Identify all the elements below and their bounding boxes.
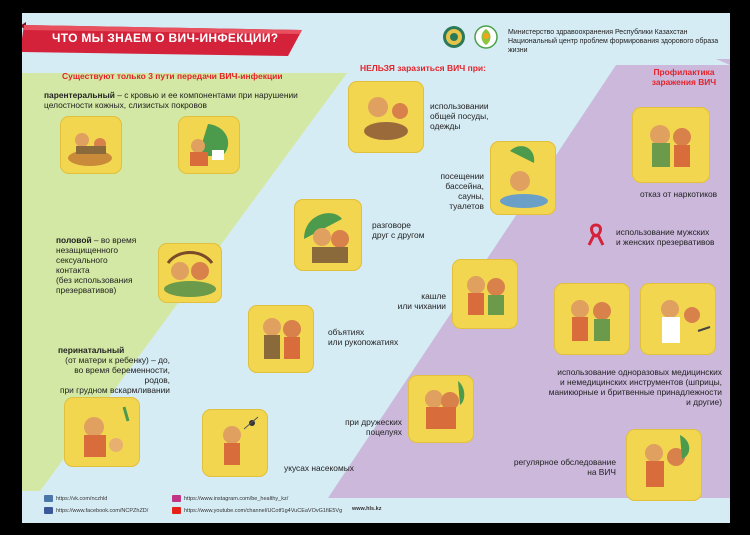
kiss-text: при дружеских поцелуях: [340, 417, 402, 437]
ministry-line-1: Министерство здравоохранения Республики …: [508, 29, 688, 36]
illustration-sexual: [158, 243, 222, 303]
dishes-text: использовании общей посуды, одежды: [430, 101, 489, 131]
sexual-text: половой – во время незащищенного сексуал…: [56, 235, 136, 295]
ministry-line-2: Национальный центр проблем формирования …: [508, 38, 719, 54]
prevention-heading-2: заражения ВИЧ: [651, 77, 717, 87]
condoms-text: использование мужских и женских презерва…: [616, 227, 714, 247]
illustration-no-drugs: [632, 107, 710, 183]
illustration-pool: [490, 141, 556, 215]
illustration-perinatal: [64, 397, 140, 467]
hug-line-1: объятиях: [328, 327, 365, 337]
dishes-line-2: общей посуды,: [430, 111, 489, 121]
test-line-2: на ВИЧ: [587, 467, 616, 477]
insects-text: укусах насекомых: [284, 463, 354, 473]
test-text: регулярное обследование на ВИЧ: [510, 457, 616, 477]
sexual-desc-6: презервативов): [56, 285, 117, 295]
youtube-link[interactable]: https://www.youtube.com/channel/UCotf1g4…: [184, 507, 343, 514]
illustration-dishes: [348, 81, 424, 153]
illustration-kiss: [408, 375, 474, 443]
cannot-infect-heading: НЕЛЬЗЯ заразиться ВИЧ при:: [360, 63, 486, 73]
tools-line-2: и немедицинских инструментов (шприцы,: [560, 377, 722, 387]
parenteral-term: парентеральный: [44, 90, 115, 100]
illustration-tools-1: [554, 283, 630, 355]
page-title: ЧТО МЫ ЗНАЕМ О ВИЧ-ИНФЕКЦИИ?: [52, 31, 279, 45]
site-link[interactable]: www.hls.kz: [352, 506, 382, 512]
transmission-heading: Существуют только 3 пути передачи ВИЧ-ин…: [62, 71, 283, 81]
kazakhstan-emblem-logo: [443, 26, 465, 48]
perinatal-term: перинатальный: [58, 345, 125, 355]
facebook-icon: [44, 506, 53, 514]
instagram-icon: [172, 495, 181, 502]
parenteral-desc: – с кровью и ее компонентами при нарушен…: [44, 90, 298, 110]
talk-line-1: разговоре: [372, 220, 411, 230]
condoms-line-2: и женских презервативов: [616, 237, 715, 247]
footer-left: https://vk.com/nczhld https://www.facebo…: [44, 495, 148, 515]
illustration-test: [626, 429, 702, 501]
condoms-line-1: использование мужских: [616, 227, 710, 237]
cough-line-1: кашле: [421, 291, 446, 301]
vk-icon: [44, 495, 53, 502]
pool-text: посещении бассейна, сауны, туалетов: [422, 171, 484, 211]
perinatal-text: перинатальный (от матери к ребенку) – до…: [58, 345, 170, 395]
parenteral-text: парентеральный – с кровью и ее компонент…: [44, 90, 304, 110]
sexual-desc-3: сексуального: [56, 255, 108, 265]
instagram-link-row[interactable]: https://www.instagram.com/be_healthy_kz/: [172, 495, 342, 503]
tools-text: использование одноразовых медицинских и …: [536, 367, 722, 407]
poster: ЧТО МЫ ЗНАЕМ О ВИЧ-ИНФЕКЦИИ? Министерств…: [22, 13, 730, 523]
sexual-desc-5: (без использования: [56, 275, 133, 285]
perinatal-desc-3: при грудном вскармливании: [59, 385, 170, 395]
kiss-line-2: поцелуях: [366, 427, 402, 437]
tools-line-4: и другие): [686, 397, 722, 407]
sexual-desc-4: контакта: [56, 265, 90, 275]
health-center-logo: [474, 25, 498, 49]
test-line-1: регулярное обследование: [513, 457, 616, 467]
perinatal-desc-1: (от матери к ребенку) – до,: [65, 355, 170, 365]
sexual-desc-1: – во время: [91, 235, 137, 245]
prevention-heading-1: Профилактика: [653, 67, 715, 77]
sexual-desc-2: незащищенного: [56, 245, 119, 255]
pool-line-3: сауны,: [458, 191, 484, 201]
red-ribbon-icon: [587, 223, 605, 246]
vk-link[interactable]: https://vk.com/nczhld: [56, 495, 108, 502]
perinatal-desc-2: во время беременности, родов,: [74, 365, 170, 385]
instagram-link[interactable]: https://www.instagram.com/be_healthy_kz/: [184, 495, 289, 502]
facebook-link[interactable]: https://www.facebook.com/NCPZhZD/: [56, 507, 149, 514]
cough-text: кашле или чихании: [392, 291, 446, 311]
cough-line-2: или чихании: [397, 301, 446, 311]
title-banner: [22, 22, 302, 56]
ministry-text: Министерство здравоохранения Республики …: [508, 28, 730, 55]
illustration-parenteral-2: [178, 116, 240, 174]
talk-text: разговоре друг с другом: [372, 220, 424, 240]
dishes-line-3: одежды: [430, 121, 461, 131]
dishes-line-1: использовании: [430, 101, 489, 111]
illustration-cough: [452, 259, 518, 329]
talk-line-2: друг с другом: [372, 230, 425, 240]
prevention-heading: Профилактика заражения ВИЧ: [644, 67, 724, 87]
youtube-icon: [172, 506, 181, 514]
footer-middle: https://www.instagram.com/be_healthy_kz/…: [172, 495, 342, 515]
hug-line-2: или рукопожатиях: [328, 337, 399, 347]
pool-line-2: бассейна,: [445, 181, 484, 191]
pool-line-4: туалетов: [449, 201, 484, 211]
illustration-insects: [202, 409, 268, 477]
vk-link-row[interactable]: https://vk.com/nczhld: [44, 495, 148, 503]
hug-text: объятиях или рукопожатиях: [328, 327, 398, 347]
tools-line-1: использование одноразовых медицинских: [557, 367, 722, 377]
illustration-parenteral-1: [60, 116, 122, 174]
pool-line-1: посещении: [440, 171, 484, 181]
facebook-link-row[interactable]: https://www.facebook.com/NCPZhZD/: [44, 506, 149, 515]
youtube-link-row[interactable]: https://www.youtube.com/channel/UCotf1g4…: [172, 506, 343, 515]
kiss-line-1: при дружеских: [345, 417, 402, 427]
illustration-hug: [248, 305, 314, 373]
sexual-term: половой: [56, 235, 92, 245]
illustration-talk: [294, 199, 362, 271]
illustration-tools-2: [640, 283, 716, 355]
tools-line-3: маникюрные и бритвенные принадлежности: [548, 387, 722, 397]
drugs-text: отказ от наркотиков: [640, 189, 718, 199]
